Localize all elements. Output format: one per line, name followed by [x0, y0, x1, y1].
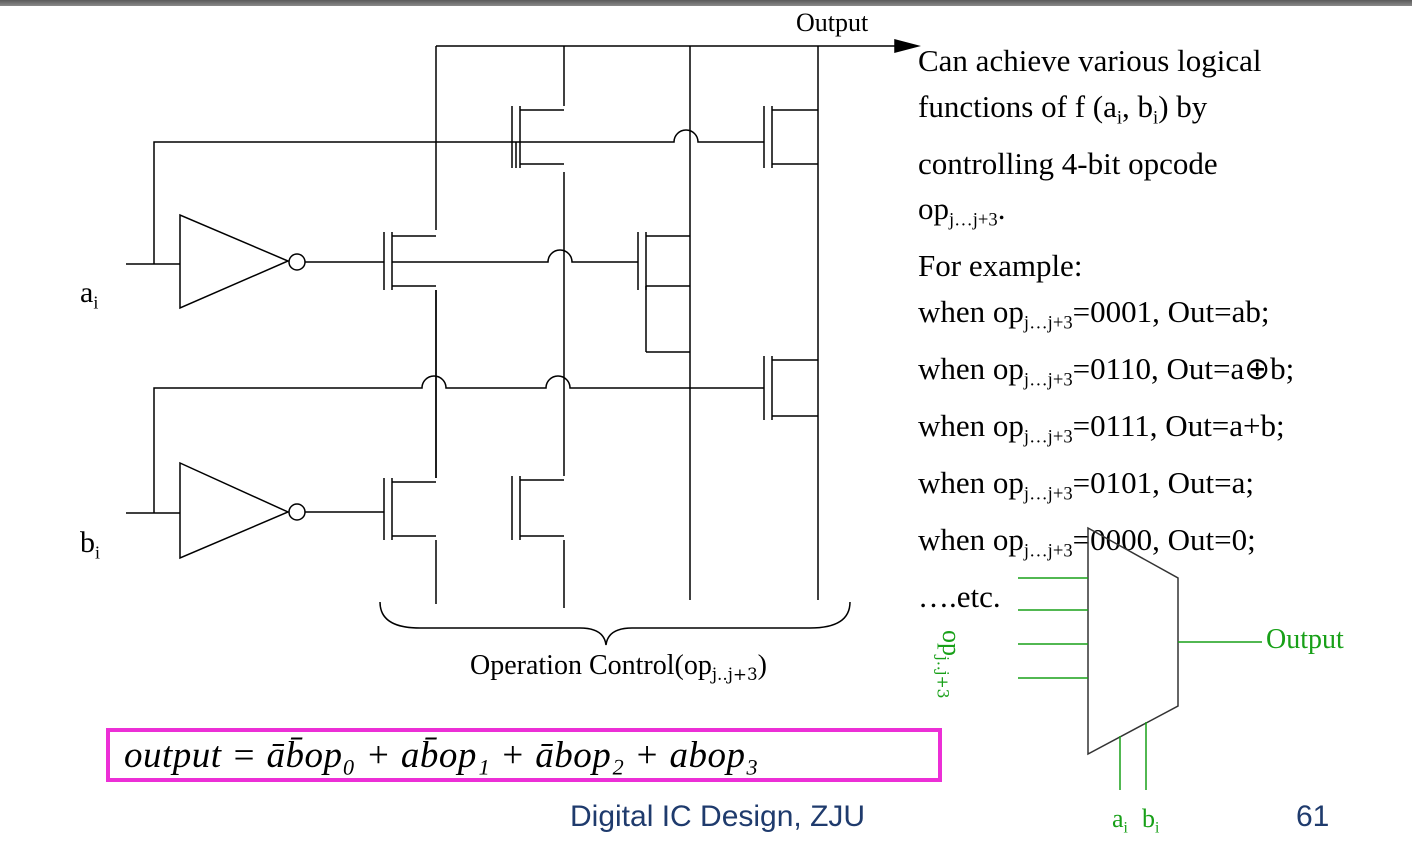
- example-post: =0111, Out=a+b;: [1072, 407, 1285, 443]
- block-input-b-label: bi: [1142, 804, 1159, 837]
- input-b-base: b: [80, 526, 95, 559]
- desc-line-4-pre: op: [918, 191, 949, 226]
- example-line: when opj…j+3=0111, Out=a+b;: [918, 403, 1294, 460]
- desc-line-4-sub: j…j+3: [949, 209, 998, 231]
- example-line: when opj…j+3=0001, Out=ab;: [918, 289, 1294, 346]
- input-b-label: bi: [80, 526, 100, 563]
- output-arrow: [894, 39, 921, 53]
- block-input-b-sub: i: [1155, 819, 1160, 837]
- desc-line-2: functions of f (ai, bi) by: [918, 84, 1294, 141]
- desc-line-2-post: ) by: [1158, 88, 1208, 124]
- control-prefix: Operation Control(op: [470, 650, 712, 681]
- example-sub: j…j+3: [1023, 540, 1073, 561]
- example-pre: when op: [918, 521, 1024, 557]
- footer-text: Digital IC Design, ZJU: [570, 800, 866, 833]
- example-post: =0001, Out=ab;: [1072, 293, 1270, 329]
- example-line: when opj…j+3=0110, Out=a⊕b;: [918, 346, 1294, 403]
- desc-line-2-pre: functions of f (a: [918, 88, 1117, 124]
- desc-line-4: opj…j+3.: [918, 186, 1294, 243]
- example-pre: when op: [918, 407, 1024, 443]
- output-label: Output: [796, 8, 868, 38]
- inverter-b: [179, 461, 290, 560]
- example-sub: j…j+3: [1023, 483, 1073, 504]
- control-sub: j..j+3: [711, 663, 758, 684]
- transistor-t7: [511, 476, 564, 540]
- page-number: 61: [1296, 800, 1330, 833]
- operation-control-label: Operation Control(opj..j+3): [470, 650, 767, 684]
- desc-line-2-mid: , b: [1122, 88, 1154, 124]
- desc-line-2-sub1: i: [1116, 107, 1123, 128]
- example-sub: j…j+3: [1023, 369, 1073, 390]
- transistor-t1: [383, 232, 436, 290]
- formula-box: output = āb̄op₀ + ab̄op₁ + ābop₂ + abop₃: [106, 728, 942, 782]
- example-line: when opj…j+3=0000, Out=0;: [918, 517, 1294, 574]
- transistor-t4: [763, 106, 818, 168]
- description-text: Can achieve various logical functions of…: [918, 38, 1294, 619]
- input-a-sub: i: [93, 292, 99, 313]
- top-bar: [0, 0, 1412, 6]
- block-control-label: opj..j+3: [934, 630, 966, 699]
- block-control-sub: j..j+3: [933, 656, 952, 699]
- transistor-t5: [763, 356, 818, 420]
- desc-line-5: For example:: [918, 248, 1083, 283]
- example-post: =0101, Out=a;: [1072, 464, 1254, 500]
- transistor-t2: [511, 106, 564, 168]
- control-brace: [379, 601, 851, 646]
- example-post: =0110, Out=a⊕b;: [1072, 350, 1295, 386]
- control-suffix: ): [757, 650, 767, 681]
- example-sub: j…j+3: [1023, 312, 1073, 333]
- input-a-base: a: [80, 276, 94, 309]
- block-input-b-base: b: [1142, 804, 1155, 833]
- example-sub: j…j+3: [1023, 426, 1073, 447]
- example-pre: when op: [918, 464, 1024, 500]
- block-input-a-label: ai: [1112, 804, 1128, 837]
- transistor-t6: [383, 478, 436, 540]
- block-input-a-base: a: [1112, 804, 1124, 833]
- desc-line-2-sub2: i: [1153, 107, 1159, 128]
- example-line: when opj…j+3=0101, Out=a;: [918, 460, 1294, 517]
- input-a-label: ai: [80, 276, 98, 313]
- block-output-text: Output: [1266, 624, 1344, 655]
- block-control-base: op: [937, 630, 966, 656]
- block-output-label: Output: [1266, 624, 1344, 656]
- alu-trapezoid: [1087, 526, 1179, 756]
- example-pre: when op: [918, 293, 1024, 329]
- input-b-sub: i: [95, 542, 101, 563]
- desc-line-4-post: .: [997, 191, 1006, 226]
- transistor-t3: [637, 232, 690, 290]
- desc-etc: ….etc.: [918, 578, 1001, 614]
- desc-line-3: controlling 4-bit opcode: [918, 145, 1218, 181]
- output-label-text: Output: [796, 8, 869, 37]
- example-pre: when op: [918, 350, 1024, 386]
- block-input-a-sub: i: [1123, 819, 1128, 837]
- desc-line-1: Can achieve various logical: [918, 43, 1262, 78]
- output-formula: output = āb̄op₀ + ab̄op₁ + ābop₂ + abop₃: [124, 735, 759, 776]
- inverter-a: [179, 213, 290, 310]
- example-post: =0000, Out=0;: [1072, 521, 1256, 557]
